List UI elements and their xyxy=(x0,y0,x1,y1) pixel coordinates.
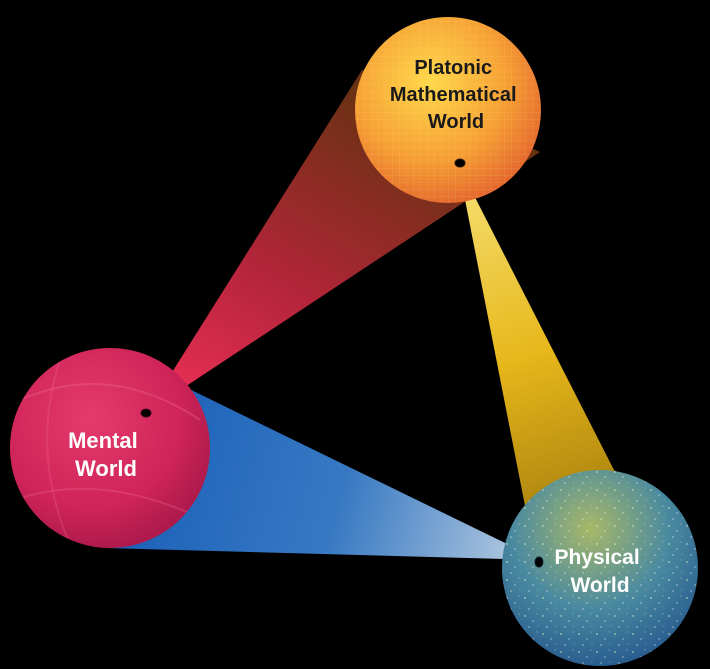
platonic-world-grid-texture xyxy=(355,17,541,203)
platonic-world-label-line-3: World xyxy=(428,111,484,133)
mental-world-texture xyxy=(14,359,206,546)
physical-world-sphere: Physical World xyxy=(502,470,698,666)
physical-world-label-line-2: World xyxy=(570,574,629,597)
physical-beam-origin xyxy=(534,556,544,568)
mental-beam-origin xyxy=(140,408,152,418)
beam-mental-to-physical xyxy=(105,365,540,560)
mental-world-sphere: Mental World xyxy=(10,348,210,548)
physical-world-label: Physical World xyxy=(554,546,645,597)
physical-world-label-line-1: Physical xyxy=(554,546,639,569)
beam-origin-points xyxy=(140,158,544,568)
physical-world-speckle-texture xyxy=(502,470,698,666)
mental-world-label-line-1: Mental xyxy=(68,428,138,453)
mental-world-label-line-2: World xyxy=(75,456,137,481)
platonic-world-label-line-1: Platonic xyxy=(414,57,492,79)
platonic-world-sphere: Platonic Mathematical World xyxy=(355,17,541,203)
mental-world-label: Mental World xyxy=(68,428,144,481)
mental-world-circle xyxy=(10,348,210,548)
platonic-world-label-line-2: Mathematical xyxy=(390,84,517,106)
platonic-world-label: Platonic Mathematical World xyxy=(390,57,522,133)
platonic-beam-origin xyxy=(454,158,466,168)
